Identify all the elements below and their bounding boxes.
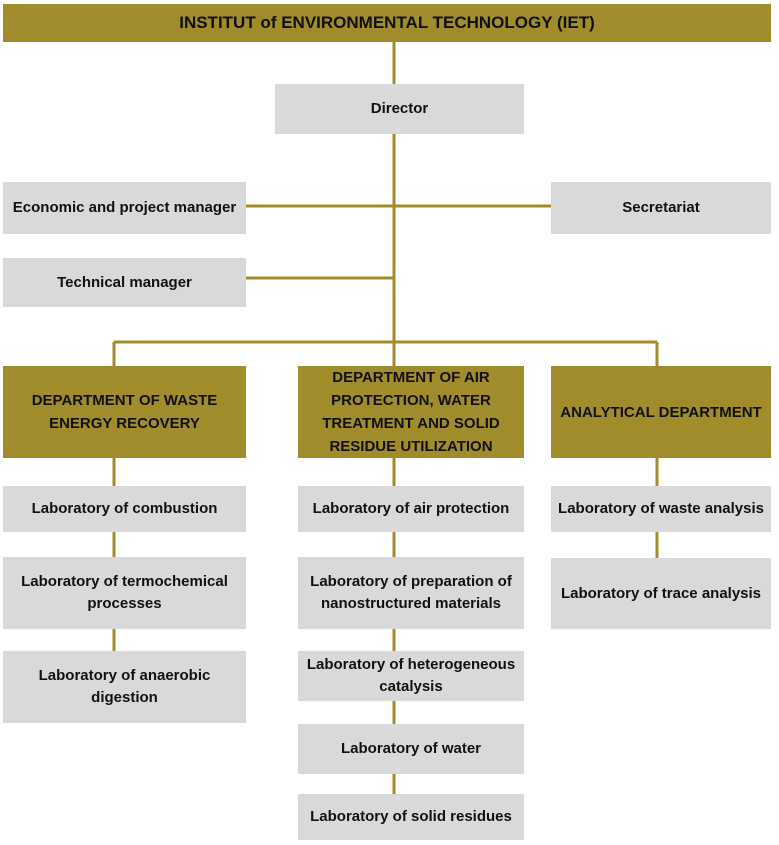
secretariat-box: Secretariat xyxy=(551,182,771,234)
lab-anaerobic-digestion: Laboratory of anaerobic digestion xyxy=(3,651,246,723)
lab-solid-residues: Laboratory of solid residues xyxy=(298,794,524,840)
lab-waste-analysis: Laboratory of waste analysis xyxy=(551,486,771,532)
lab-heterogeneous-catalysis: Laboratory of heterogeneous catalysis xyxy=(298,651,524,701)
lab-water: Laboratory of water xyxy=(298,724,524,774)
director-box: Director xyxy=(275,84,524,134)
lab-air-protection: Laboratory of air protection xyxy=(298,486,524,532)
technical-manager-box: Technical manager xyxy=(3,258,246,307)
department-waste-energy-recovery: DEPARTMENT OF WASTE ENERGY RECOVERY xyxy=(3,366,246,458)
lab-combustion: Laboratory of combustion xyxy=(3,486,246,532)
lab-nanostructured-materials: Laboratory of preparation of nanostructu… xyxy=(298,557,524,629)
economic-manager-box: Economic and project manager xyxy=(3,182,246,234)
department-air-water-solid-residue: DEPARTMENT OF AIR PROTECTION, WATER TREA… xyxy=(298,366,524,458)
lab-termochemical-processes: Laboratory of termochemical processes xyxy=(3,557,246,629)
lab-trace-analysis: Laboratory of trace analysis xyxy=(551,558,771,629)
institute-title: INSTITUT of ENVIRONMENTAL TECHNOLOGY (IE… xyxy=(3,4,771,42)
department-analytical: ANALYTICAL DEPARTMENT xyxy=(551,366,771,458)
